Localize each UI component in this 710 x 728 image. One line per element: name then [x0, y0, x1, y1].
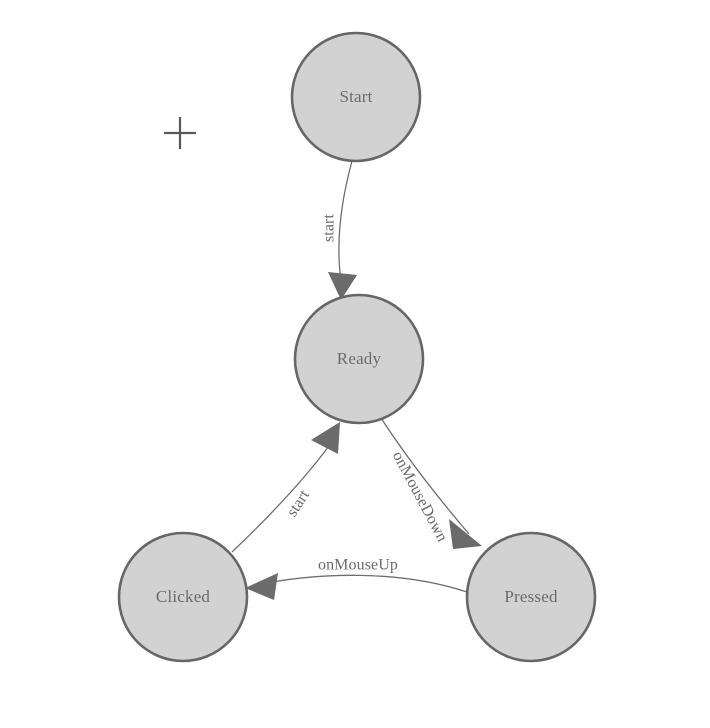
node-start-label: Start — [339, 87, 372, 106]
node-pressed-label: Pressed — [504, 587, 558, 606]
node-ready-circle[interactable] — [293, 293, 425, 425]
node-pressed-circle[interactable] — [465, 531, 597, 663]
edge-pressed-to-clicked-path[interactable] — [255, 574, 468, 593]
node-ready-label: Ready — [337, 349, 382, 368]
node-start[interactable]: Start — [290, 31, 422, 163]
edge-start-to-ready-path[interactable] — [338, 160, 353, 282]
plus-crosshair-icon[interactable] — [164, 117, 196, 149]
edge-clicked-to-ready[interactable]: start — [231, 422, 340, 553]
edge-label-start-to-ready: start — [321, 214, 338, 243]
edge-start-to-ready-arrowhead — [328, 272, 357, 300]
edge-clicked-to-ready-path[interactable] — [231, 445, 330, 553]
edge-start-to-ready[interactable]: start — [321, 160, 357, 300]
node-ready[interactable]: Ready — [293, 293, 425, 425]
edge-pressed-to-clicked-arrowhead — [245, 573, 278, 600]
node-clicked[interactable]: Clicked — [117, 531, 249, 663]
edge-ready-to-pressed-arrowhead — [449, 519, 482, 549]
edge-label-ready-to-pressed: onMouseDown — [389, 449, 451, 545]
node-clicked-label: Clicked — [156, 587, 211, 606]
edge-ready-to-pressed[interactable]: onMouseDown — [380, 417, 482, 549]
edge-clicked-to-ready-arrowhead — [311, 422, 340, 454]
edge-label-pressed-to-clicked: onMouseUp — [318, 557, 398, 574]
edge-ready-to-pressed-path[interactable] — [380, 417, 470, 535]
node-pressed[interactable]: Pressed — [465, 531, 597, 663]
node-start-circle[interactable] — [290, 31, 422, 163]
edge-pressed-to-clicked[interactable]: onMouseUp — [245, 557, 468, 600]
edge-label-clicked-to-ready: start — [284, 487, 314, 520]
node-clicked-circle[interactable] — [117, 531, 249, 663]
